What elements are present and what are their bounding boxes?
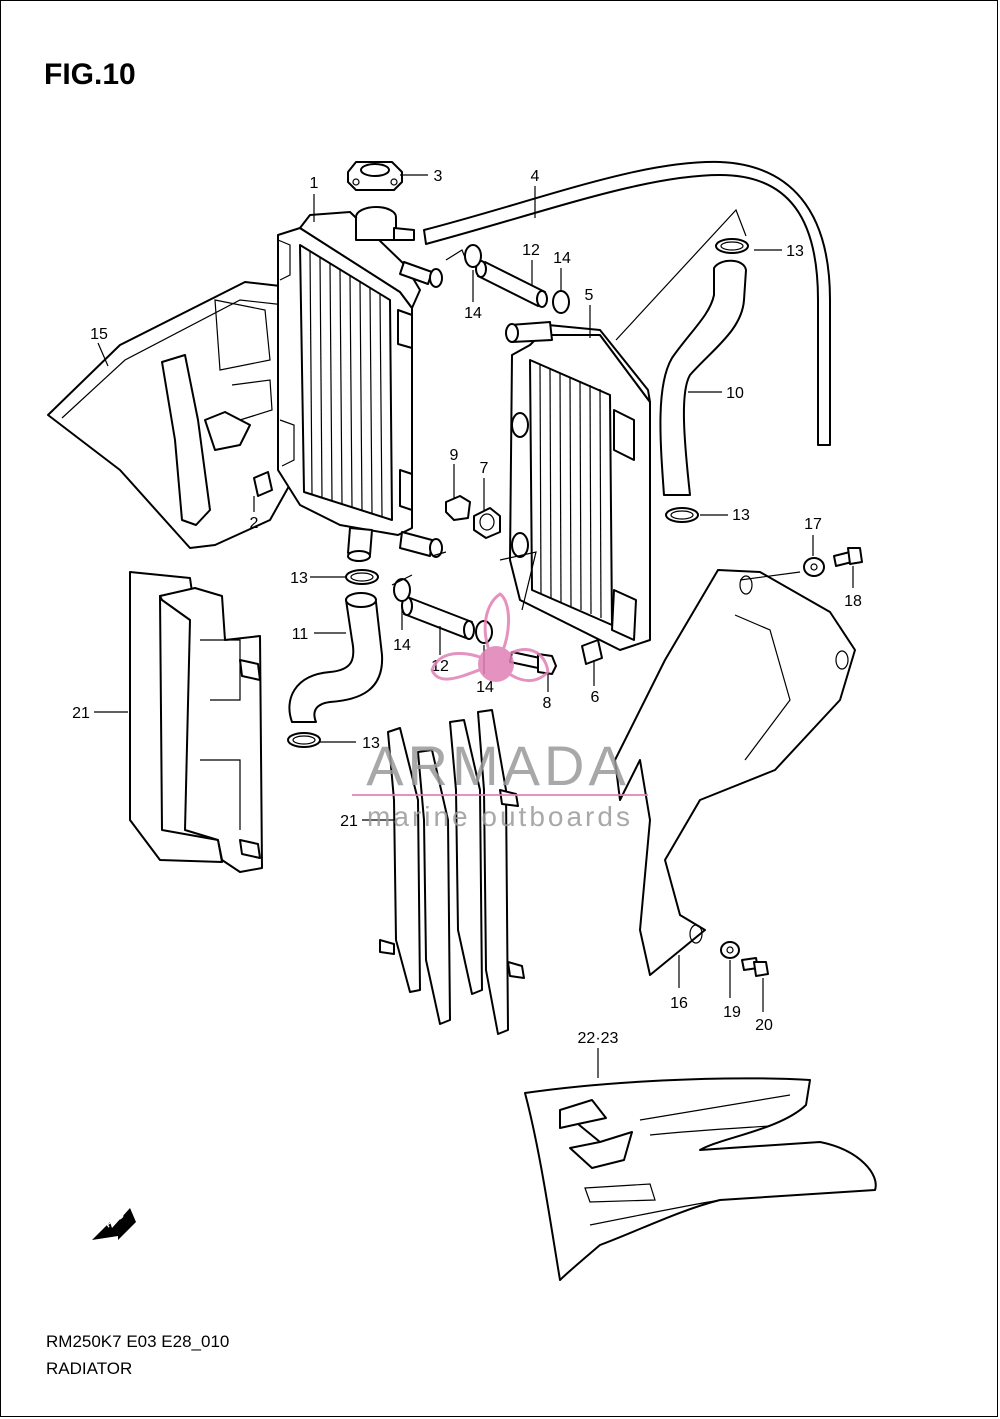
- part-13-clamp-a: [715, 238, 749, 254]
- callout-15: 15: [90, 326, 108, 343]
- part-4-breather-hose: [423, 160, 831, 446]
- part-1-radiator-left: [277, 206, 443, 562]
- callout-4: 4: [531, 168, 540, 185]
- part-2-clip: [253, 471, 273, 497]
- connection-lines: [391, 208, 801, 611]
- model-code: RM250K7 E03 E28_010: [46, 1332, 230, 1351]
- part-12-hose-upper: [475, 260, 548, 308]
- callout-14-c: 14: [393, 637, 411, 654]
- callout-7: 7: [480, 460, 489, 477]
- part-13-clamp-c: [345, 569, 379, 585]
- part-20-bolt: [741, 957, 769, 977]
- callout-20: 20: [755, 1017, 773, 1034]
- watermark: ARMADA marine outboards: [352, 592, 648, 832]
- callout-5: 5: [585, 287, 594, 304]
- part-6-bracket: [581, 639, 603, 665]
- part-21-guard-left: [129, 571, 263, 873]
- propeller-logo-icon: [430, 592, 550, 683]
- callout-21-center: 21: [340, 813, 358, 830]
- callout-13-upper-right: 13: [786, 243, 804, 260]
- callout-12-upper: 12: [522, 242, 540, 259]
- callout-labels: 1 2 3 4 5 6 7 8 9 10 11 12 12 13 13 13 1…: [72, 168, 862, 1047]
- part-18-bolt: [833, 547, 863, 567]
- part-17-washer: [803, 557, 825, 577]
- callout-3: 3: [434, 168, 443, 185]
- part-15-shroud-left: [47, 281, 299, 549]
- callout-14-b: 14: [553, 250, 571, 267]
- part-7-grommet: [473, 507, 501, 539]
- callout-18: 18: [844, 593, 862, 610]
- callout-6: 6: [591, 689, 600, 706]
- part-9-grommet: [445, 495, 471, 521]
- part-13-clamp-b: [665, 507, 699, 523]
- watermark-tagline: marine outboards: [367, 801, 633, 832]
- part-13-clamp-d: [287, 732, 321, 748]
- part-12-hose-lower: [401, 596, 475, 640]
- part-22-23-shroud-decal: [524, 1077, 877, 1281]
- section-name: RADIATOR: [46, 1359, 133, 1378]
- part-11-lower-hose: [288, 592, 384, 723]
- part-3-radiator-cap: [347, 161, 403, 191]
- part-19-washer: [720, 941, 740, 959]
- part-14-clamp-c: [393, 578, 411, 602]
- part-16-shroud-right: [614, 569, 856, 976]
- propeller-hub: [478, 646, 514, 682]
- callout-17: 17: [804, 516, 822, 533]
- part-14-clamp-b: [552, 290, 570, 314]
- callout-16: 16: [670, 995, 688, 1012]
- callout-19: 19: [723, 1004, 741, 1021]
- callout-1: 1: [310, 175, 319, 192]
- callout-21-left: 21: [72, 705, 90, 722]
- watermark-brand: ARMADA: [366, 734, 630, 797]
- callout-2: 2: [250, 515, 259, 532]
- figure-title: FIG.10: [44, 58, 136, 91]
- callout-22-23: 22·23: [578, 1030, 619, 1047]
- callout-9: 9: [450, 447, 459, 464]
- callout-8: 8: [543, 695, 552, 712]
- callout-14-a: 14: [464, 305, 482, 322]
- part-14-clamp-a: [464, 244, 482, 268]
- part-10-upper-hose: [659, 259, 747, 496]
- callout-13-bottom: 13: [362, 735, 380, 752]
- part-5-radiator-right: [505, 321, 651, 651]
- callout-11: 11: [292, 626, 309, 643]
- callout-13-lower-right: 13: [732, 507, 750, 524]
- callout-14-d: 14: [476, 679, 494, 696]
- callout-10: 10: [726, 385, 744, 402]
- fwd-arrow-icon: FWD: [92, 1208, 136, 1240]
- callout-13-left: 13: [290, 570, 308, 587]
